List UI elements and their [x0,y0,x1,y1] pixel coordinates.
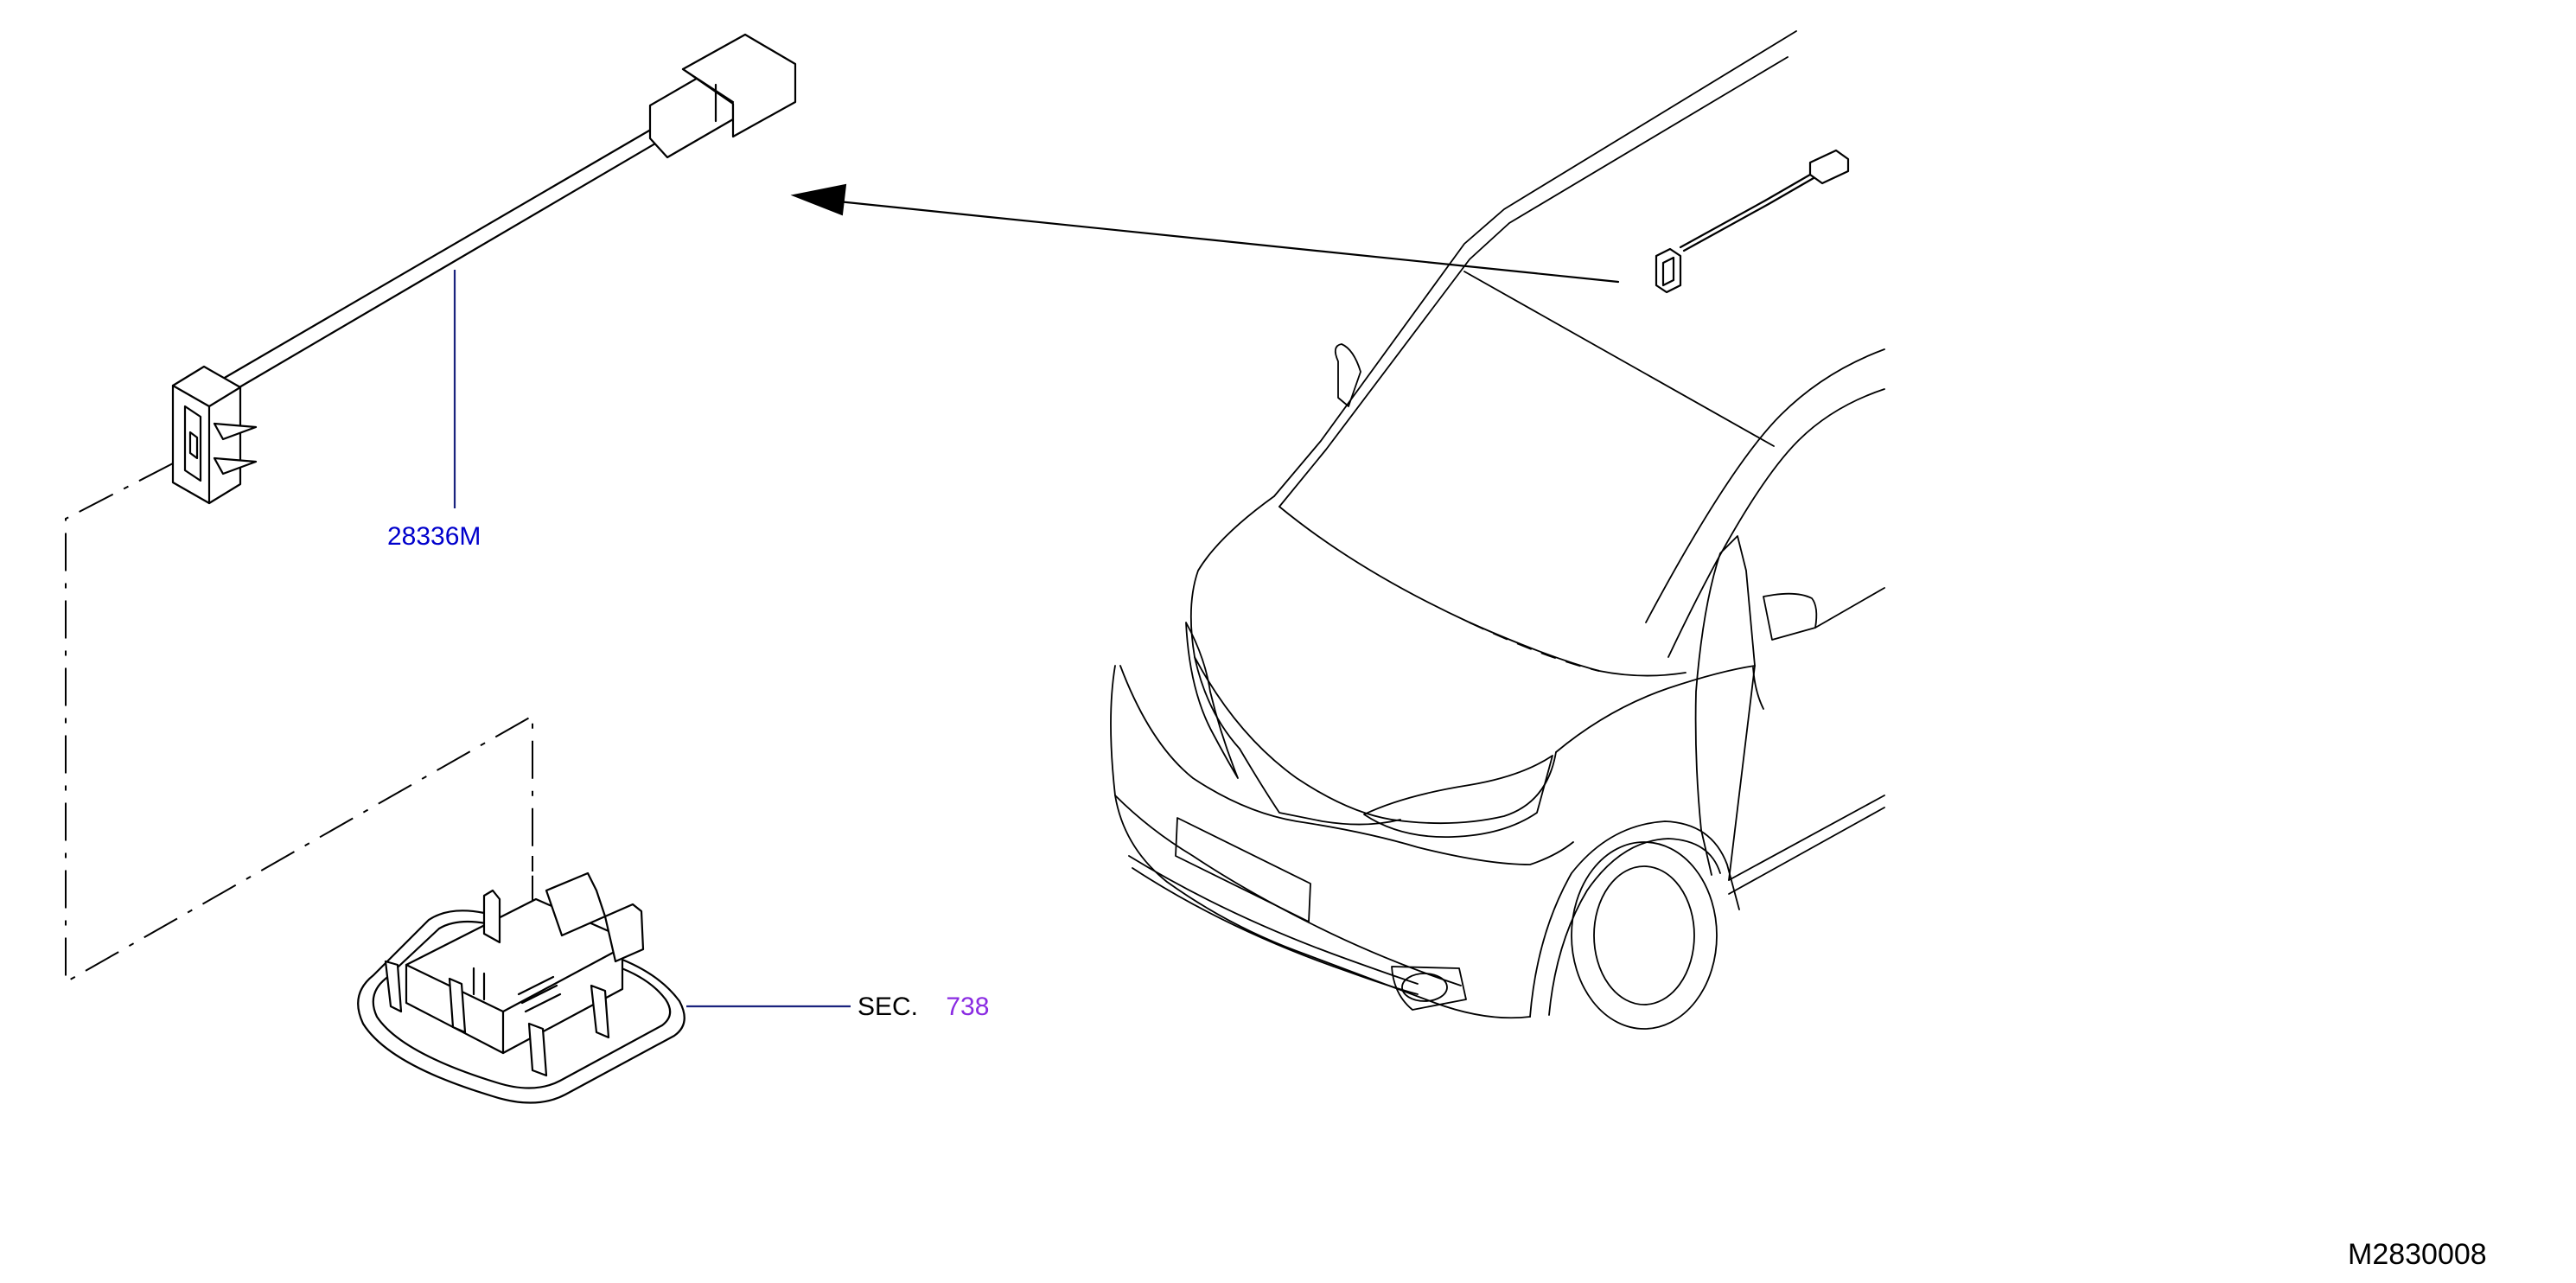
part-number-link-28336m[interactable]: 28336M [387,522,481,551]
drawing-number: M2830008 [2348,1238,2487,1271]
phantom-mounting-lines [65,463,533,984]
roof-console-bracket [357,830,851,1104]
vehicle-outline [1110,30,1885,1030]
location-arrow [790,183,1620,284]
section-prefix-label: SEC. [858,993,919,1021]
section-reference: SEC. 738 [858,994,989,1020]
antenna-harness [171,33,797,508]
harness-location-detail [1655,149,1850,294]
section-number-link-738[interactable]: 738 [946,993,990,1021]
